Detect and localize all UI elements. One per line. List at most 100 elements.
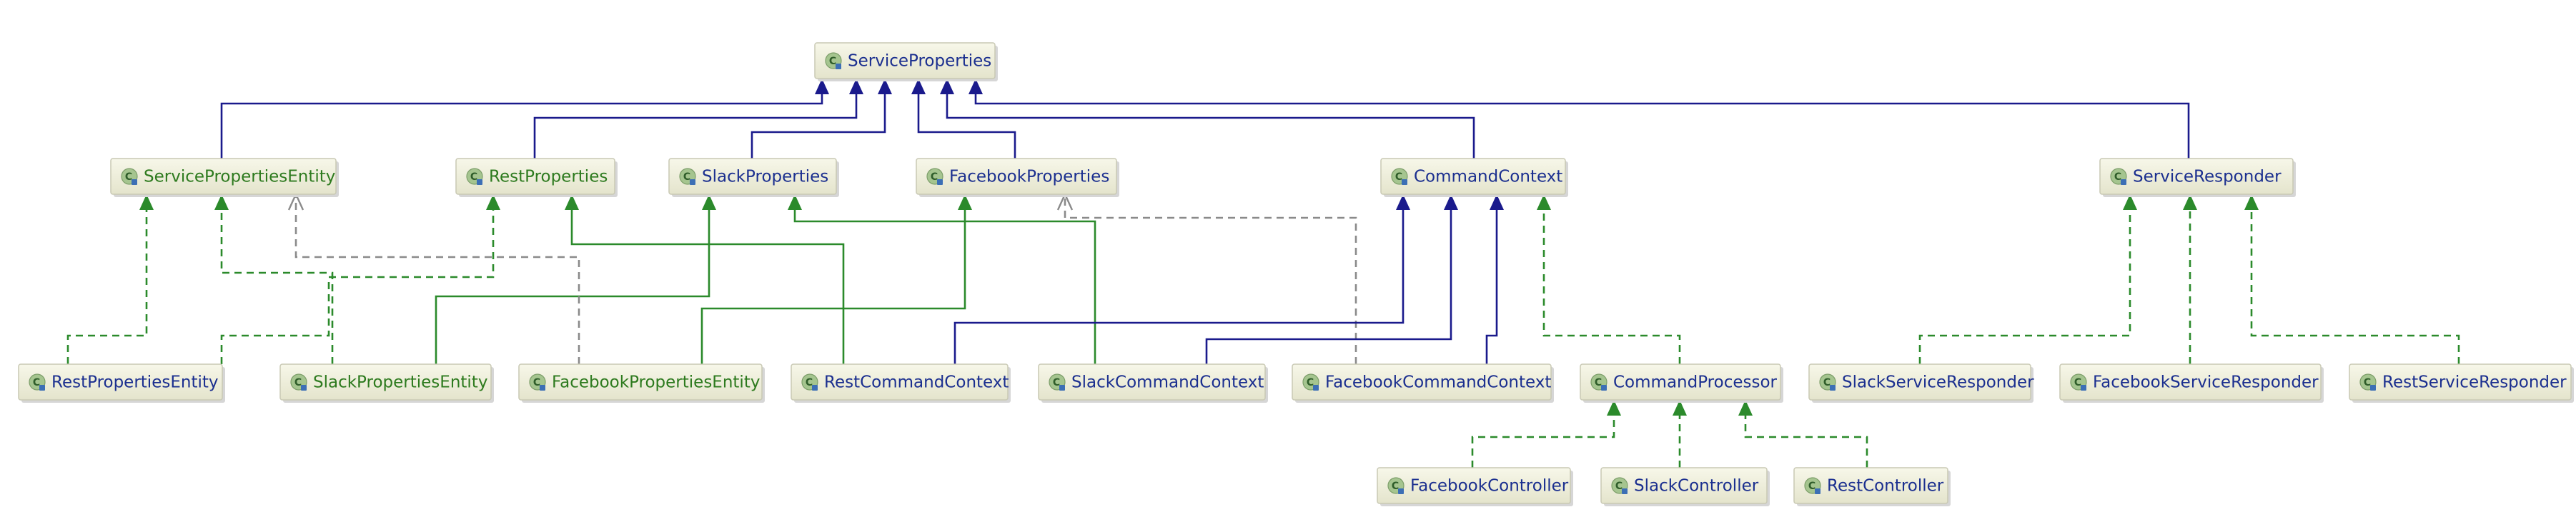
svg-text:C: C (125, 171, 132, 183)
class-icon: C (2070, 373, 2087, 391)
node-label: SlackServiceResponder (1842, 373, 2034, 392)
node-SlackServiceResponder[interactable]: C SlackServiceResponder (1808, 363, 2034, 403)
arrowhead-filled (940, 79, 954, 94)
arrowhead-filled (878, 79, 892, 94)
edge-SlackCommandContext-to-SlackProperties (1918, 194, 2137, 364)
edge-RestController-to-CommandProcessor (969, 79, 2190, 159)
node-label: RestServiceResponder (2382, 373, 2567, 392)
arrowhead-filled (139, 194, 154, 210)
node-SlackCommandContext[interactable]: C SlackCommandContext (1038, 363, 1268, 403)
edge-line (917, 94, 1016, 159)
arrowhead-filled (1673, 400, 1687, 416)
class-icon: C (1590, 373, 1607, 391)
edge-SlackProperties-to-ServiceProperties (700, 194, 972, 364)
arrowhead-filled (1444, 194, 1458, 210)
node-box (279, 363, 492, 401)
edge-CommandContext-to-ServiceProperties (788, 194, 1096, 364)
node-label: SlackProperties (702, 168, 828, 186)
edge-SlackPropertiesEntity-to-ServicePropertiesEntity (1205, 194, 1458, 364)
node-box (1380, 158, 1566, 195)
edge-RestProperties-to-ServiceProperties (435, 194, 716, 364)
arrowhead-filled (702, 194, 716, 210)
edge-SlackPropertiesEntity-to-SlackProperties (1471, 400, 1621, 468)
class-icon: C (1049, 373, 1066, 391)
class-icon: C (1611, 477, 1628, 494)
edge-FacebookCommandContext-to-CommandContext (214, 194, 334, 364)
node-CommandContext[interactable]: C CommandContext (1380, 158, 1568, 197)
edge-line (220, 210, 334, 364)
class-icon: C (825, 52, 842, 69)
node-box (455, 158, 615, 195)
svg-text:C: C (470, 171, 477, 183)
node-box (1793, 467, 1948, 504)
arrowhead-filled (565, 194, 579, 210)
node-box (791, 363, 1009, 401)
arrowhead-filled (815, 79, 829, 94)
class-icon: C (801, 373, 818, 391)
node-label: CommandContext (1414, 168, 1562, 186)
node-SlackProperties[interactable]: C SlackProperties (668, 158, 839, 197)
arrowhead-filled (1490, 194, 1504, 210)
edge-line (793, 210, 1096, 364)
class-icon: C (29, 373, 46, 391)
node-FacebookProperties[interactable]: C FacebookProperties (916, 158, 1119, 197)
node-ServiceResponder[interactable]: C ServiceResponder (2099, 158, 2296, 197)
node-box (2059, 363, 2322, 401)
node-label: FacebookProperties (949, 168, 1109, 186)
node-label: CommandProcessor (1613, 373, 1778, 392)
svg-text:C: C (1053, 377, 1060, 388)
node-box (668, 158, 837, 195)
class-icon: C (1804, 477, 1821, 494)
arrowhead-filled (214, 194, 229, 210)
edge-line (220, 94, 823, 159)
node-box (1808, 363, 2031, 401)
edge-RestPropertiesEntity-to-ServicePropertiesEntity (953, 194, 1410, 364)
node-RestPropertiesEntity[interactable]: C RestPropertiesEntity (18, 363, 225, 403)
arrowhead-filled (1738, 400, 1753, 416)
node-label: SlackCommandContext (1071, 373, 1264, 392)
node-box (1580, 363, 1781, 401)
class-icon: C (2110, 168, 2127, 185)
interface-icon: C (466, 168, 483, 185)
class-icon: C (1391, 168, 1408, 185)
edge-line (1485, 210, 1498, 364)
interface-icon: C (121, 168, 138, 185)
class-icon: C (926, 168, 943, 185)
node-CommandProcessor[interactable]: C CommandProcessor (1580, 363, 1783, 403)
class-icon: C (1387, 477, 1405, 494)
edge-line (1064, 194, 1357, 364)
class-icon: C (679, 168, 696, 185)
node-box (1038, 363, 1266, 401)
node-SlackController[interactable]: C SlackController (1600, 467, 1770, 506)
node-box (110, 158, 337, 195)
svg-text:C: C (1595, 377, 1602, 388)
arrowhead-filled (1537, 194, 1551, 210)
arrowhead-filled (1607, 400, 1621, 416)
svg-text:C: C (1823, 377, 1831, 388)
edge-SlackServiceResponder-to-ServiceResponder (220, 79, 829, 159)
edge-line (1471, 416, 1615, 468)
node-label: ServiceResponder (2133, 168, 2282, 186)
arrowhead-filled (969, 79, 983, 94)
edge-RestPropertiesEntity-to-RestProperties (1537, 194, 1681, 364)
svg-text:C: C (294, 377, 302, 388)
node-label: FacebookCommandContext (1325, 373, 1551, 392)
svg-text:C: C (806, 377, 813, 388)
edge-FacebookProperties-to-ServiceProperties (565, 194, 845, 364)
edge-line (750, 94, 886, 159)
edge-FacebookCommandContext-to-FacebookProperties (2183, 194, 2197, 364)
node-label: SlackController (1634, 477, 1759, 496)
node-label: RestPropertiesEntity (51, 373, 218, 392)
